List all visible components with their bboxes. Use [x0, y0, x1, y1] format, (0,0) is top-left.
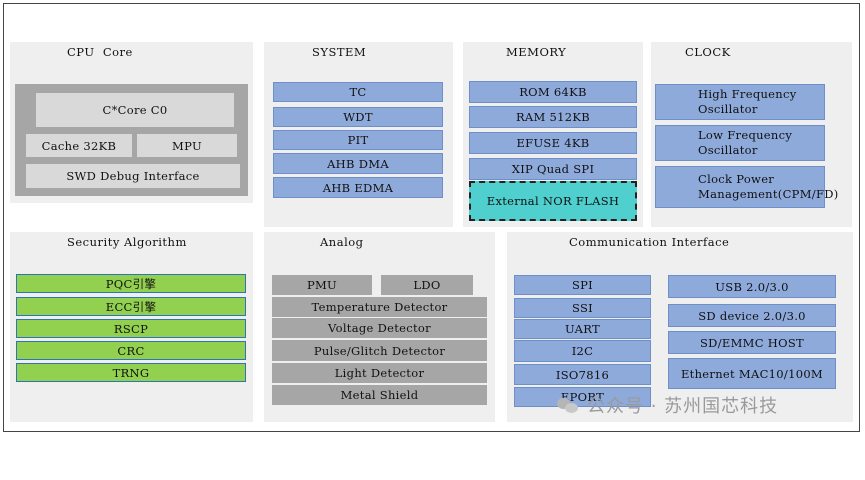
- comm-item-usb: USB 2.0/3.0: [668, 275, 836, 298]
- comm-item-spi: SPI: [514, 275, 651, 295]
- analog-item-light: Light Detector: [272, 363, 487, 383]
- security-title: Security Algorithm: [67, 235, 187, 249]
- swd-debug-block: SWD Debug Interface: [26, 164, 240, 188]
- clock-item-low-freq: Low Frequency Oscillator: [655, 125, 825, 161]
- security-item-ecc: ECC引擎: [16, 297, 246, 316]
- analog-title: Analog: [320, 235, 364, 249]
- clock-title: CLOCK: [685, 45, 731, 59]
- cpu-core-container: C*Core C0 Cache 32KB MPU SWD Debug Inter…: [15, 84, 248, 196]
- security-item-pqc: PQC引擎: [16, 274, 246, 293]
- analog-item-temperature: Temperature Detector: [272, 297, 487, 317]
- security-item-trng: TRNG: [16, 363, 246, 382]
- system-panel: SYSTEM TC WDT PIT AHB DMA AHB EDMA: [264, 42, 453, 227]
- comm-item-sd-emmc-host: SD/EMMC HOST: [668, 331, 836, 354]
- external-nor-flash-block: External NOR FLASH: [469, 181, 637, 221]
- analog-panel: Analog PMU LDO Temperature Detector Volt…: [264, 232, 495, 422]
- clock-item-high-freq: High Frequency Oscillator: [655, 84, 825, 120]
- memory-title: MEMORY: [506, 45, 567, 59]
- system-item-pit: PIT: [273, 130, 443, 150]
- memory-item-ram: RAM 512KB: [469, 106, 637, 128]
- comm-item-ssi: SSI: [514, 298, 651, 318]
- system-item-ahb-edma: AHB EDMA: [273, 177, 443, 198]
- mpu-block: MPU: [137, 134, 237, 157]
- comm-item-iso7816: ISO7816: [514, 364, 651, 385]
- system-item-ahb-dma: AHB DMA: [273, 153, 443, 174]
- comm-item-i2c: I2C: [514, 340, 651, 362]
- comm-item-eport: EPORT: [514, 387, 651, 407]
- cpu-core-title: CPU Core: [67, 45, 133, 59]
- memory-panel: MEMORY ROM 64KB RAM 512KB EFUSE 4KB XIP …: [463, 42, 643, 227]
- security-item-crc: CRC: [16, 341, 246, 360]
- cpu-core-panel: CPU Core C*Core C0 Cache 32KB MPU SWD De…: [10, 42, 253, 203]
- system-item-tc: TC: [273, 82, 443, 102]
- analog-item-ldo: LDO: [381, 275, 473, 295]
- analog-item-metal-shield: Metal Shield: [272, 385, 487, 405]
- comm-item-uart: UART: [514, 319, 651, 339]
- memory-item-xip: XIP Quad SPI: [469, 158, 637, 180]
- watermark-text: 公众号 · 苏州国芯科技: [587, 396, 779, 417]
- memory-item-efuse: EFUSE 4KB: [469, 132, 637, 154]
- comm-item-ethernet: Ethernet MAC10/100M: [668, 358, 836, 389]
- security-item-rscp: RSCP: [16, 319, 246, 338]
- cache-block: Cache 32KB: [26, 134, 132, 157]
- system-item-wdt: WDT: [273, 107, 443, 127]
- comm-panel: Communication Interface SPI SSI UART I2C…: [507, 232, 853, 422]
- wechat-icon: [557, 396, 579, 414]
- analog-item-pmu: PMU: [272, 275, 372, 295]
- comm-title: Communication Interface: [569, 235, 730, 249]
- clock-item-cpm: Clock Power Management(CPM/FD): [655, 166, 838, 208]
- clock-panel: CLOCK High Frequency Oscillator Low Freq…: [651, 42, 852, 227]
- watermark: 公众号 · 苏州国芯科技: [557, 392, 778, 418]
- security-panel: Security Algorithm PQC引擎 ECC引擎 RSCP CRC …: [10, 232, 253, 422]
- system-title: SYSTEM: [312, 45, 367, 59]
- core-block: C*Core C0: [36, 93, 234, 127]
- memory-item-rom: ROM 64KB: [469, 81, 637, 103]
- analog-item-voltage: Voltage Detector: [272, 318, 487, 338]
- analog-item-pulse-glitch: Pulse/Glitch Detector: [272, 340, 487, 361]
- comm-item-sd-device: SD device 2.0/3.0: [668, 304, 836, 327]
